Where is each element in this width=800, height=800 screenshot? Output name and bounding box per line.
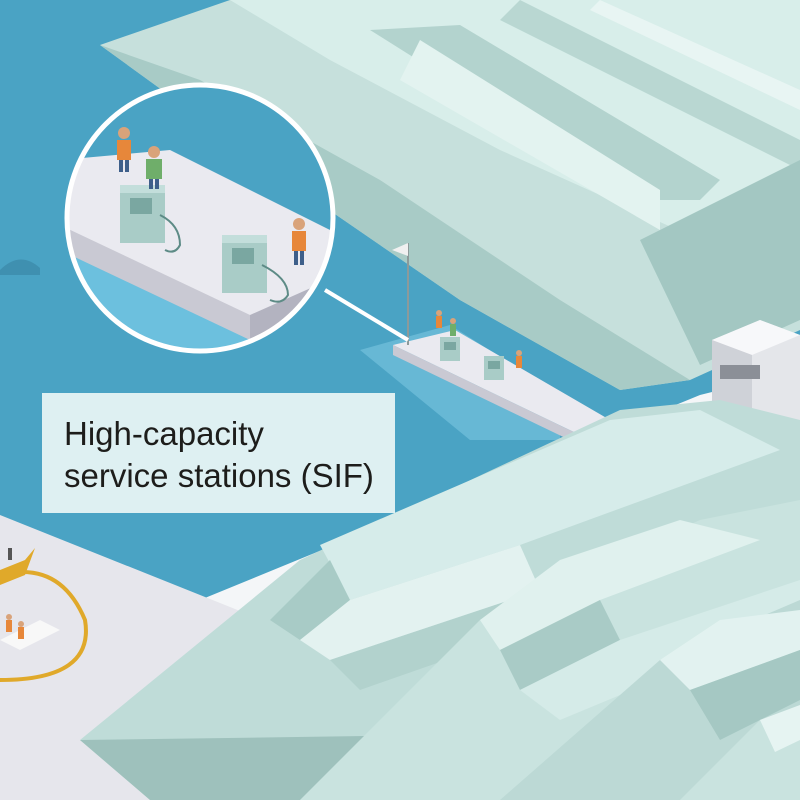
fuel-pump-icon <box>120 185 182 253</box>
worker-icon <box>146 146 162 189</box>
zoom-circle <box>67 85 333 351</box>
helicopter-icon <box>0 548 35 585</box>
bottom-ship-4 <box>680 705 800 800</box>
callout-label: High-capacity service stations (SIF) <box>42 393 395 513</box>
worker-icon <box>436 310 442 328</box>
worker-icon <box>292 218 306 265</box>
top-ship <box>100 0 800 390</box>
worker-icon <box>450 318 456 336</box>
worker-icon <box>18 621 24 639</box>
zoom-circle-border <box>64 82 336 354</box>
fuel-pump-icon <box>484 356 504 380</box>
worker-icon <box>6 614 12 632</box>
fuel-pump-icon <box>440 337 460 361</box>
callout-line-1: High-capacity <box>64 415 264 452</box>
worker-icon <box>117 127 131 172</box>
worker-icon <box>516 350 522 368</box>
callout-connector <box>323 288 410 342</box>
service-station-dock <box>360 243 610 445</box>
flag-icon <box>392 243 408 256</box>
bottom-ship-3 <box>500 600 800 800</box>
callout-line-2: service stations (SIF) <box>64 457 374 494</box>
fuel-pump-icon <box>222 235 290 303</box>
water-ripple <box>0 259 40 275</box>
